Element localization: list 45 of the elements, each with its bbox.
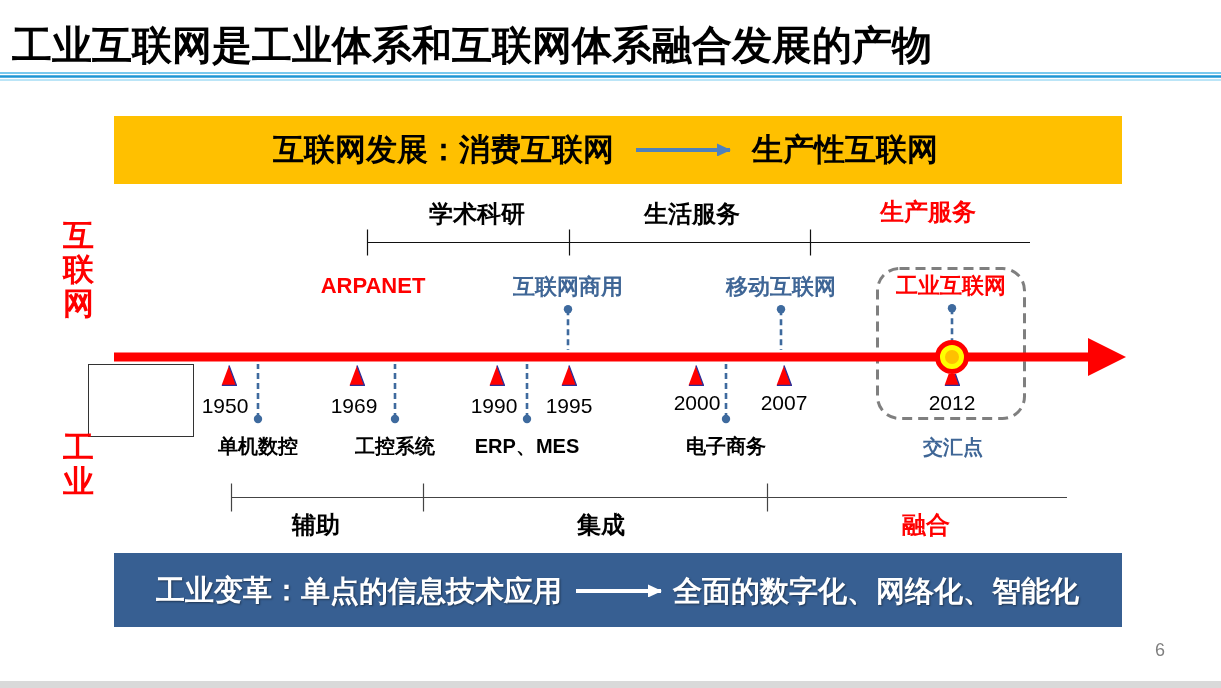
junction-circle (935, 340, 969, 374)
banner-bar (114, 116, 1122, 184)
leader-line (390, 364, 400, 424)
banner-bar (114, 553, 1122, 627)
point-label: 交汇点 (923, 435, 983, 459)
period-label: 生活服务 (644, 199, 740, 229)
banner-text: 全面的数字化、网络化、智能化 (661, 573, 1079, 609)
banner-text: 消费互联网 (459, 131, 636, 169)
year-label: 2007 (760, 390, 808, 416)
leader-line (253, 364, 263, 424)
period-label: 集成 (577, 510, 625, 540)
event-label: ARPANET (320, 272, 426, 300)
event-label: 单机数控 (218, 419, 298, 458)
year-label: 1969 (330, 393, 378, 419)
dashed-frame (876, 267, 1026, 420)
banner-heading: 工业变革： (156, 572, 301, 608)
side-label: 互联网 (62, 218, 94, 322)
leader-line (721, 364, 731, 424)
event-label: 电子商务 (686, 419, 766, 458)
slide-title: 工业互联网是工业体系和互联网体系融合发展的产物 (12, 22, 932, 69)
banner-text: 生产性互联网 (730, 131, 938, 169)
leader-line (776, 305, 786, 350)
leader-line (563, 305, 573, 350)
leader-line (522, 364, 532, 424)
year-label: 1950 (201, 393, 249, 419)
event-label: 工控系统 (355, 419, 435, 458)
period-label: 融合 (902, 510, 950, 540)
event-label: 移动互联网 (726, 273, 836, 310)
year-label: 1990 (470, 393, 518, 419)
period-label: 生产服务 (880, 197, 976, 227)
banner-text: 单点的信息技术应用 (301, 573, 576, 609)
arrow (576, 584, 662, 598)
leader-line (947, 304, 957, 340)
year-label: 2012 (928, 390, 976, 416)
year-label: 2000 (673, 390, 721, 416)
event-label: ERP、MES (474, 419, 580, 458)
year-label: 1995 (545, 393, 593, 419)
arrow (636, 143, 731, 157)
banner-heading: 互联网发展： (273, 131, 459, 169)
page-number: 6 (1155, 640, 1165, 662)
period-label: 学术科研 (429, 199, 525, 229)
event-label: 互联网商用 (513, 273, 623, 310)
side-label: 工业 (62, 430, 94, 500)
period-label: 辅助 (292, 510, 340, 540)
event-label: 工业互联网 (896, 272, 1006, 309)
